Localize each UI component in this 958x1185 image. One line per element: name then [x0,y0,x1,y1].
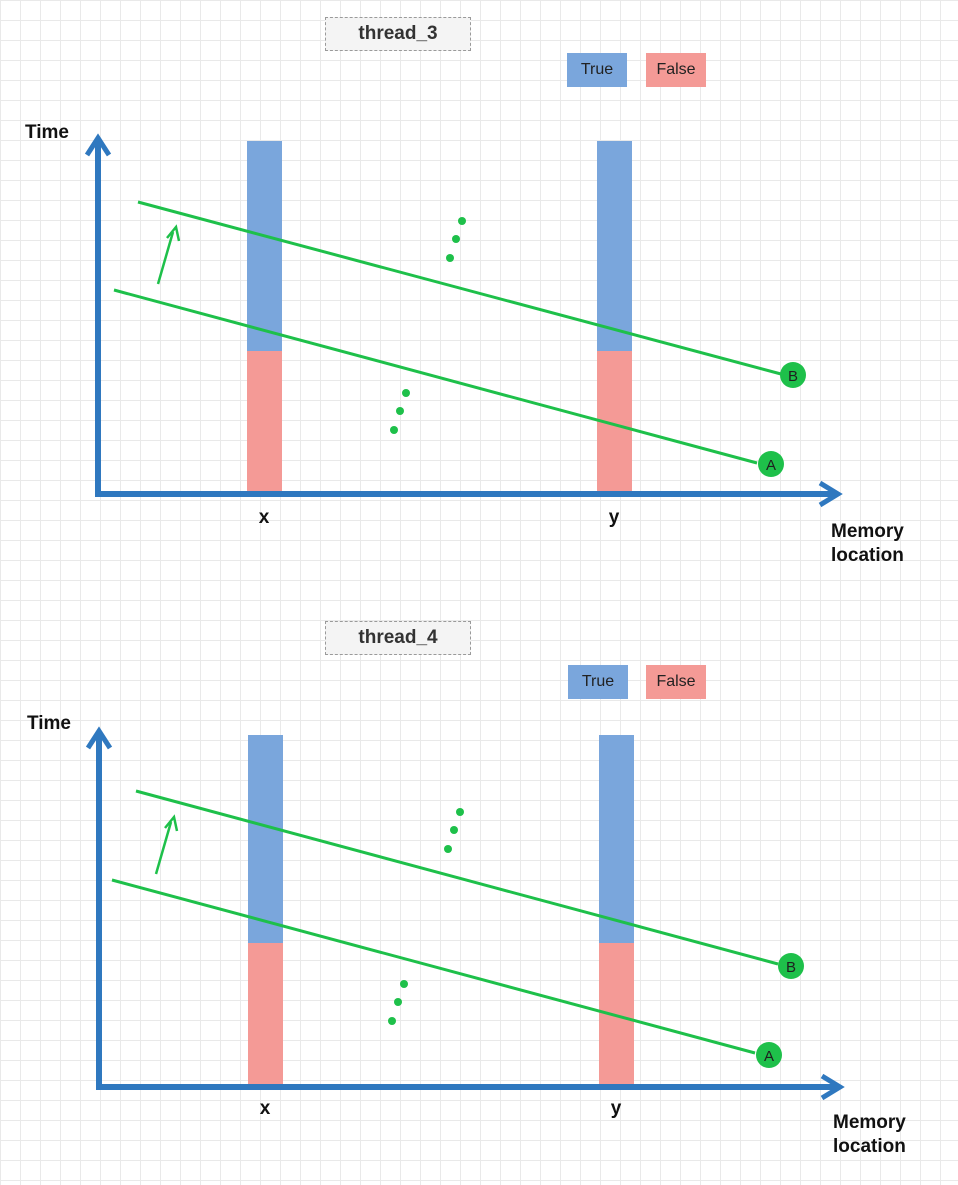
bar-x-true [247,141,282,351]
ellipsis-dot [388,1017,396,1025]
y-axis-arrowhead [85,726,113,750]
bar-y-true [597,141,632,351]
x-axis-label-line1: Memory [831,521,904,542]
bar-x-false [248,943,283,1085]
diagram-panel-thread-4: thread_4 True False A B Time Memory loca… [0,592,958,1185]
line-b-endpoint-label: B [788,368,798,385]
line-a-endpoint-label: A [764,1048,774,1065]
legend-true: True [568,665,628,699]
x-axis-label-line2: location [831,545,904,566]
legend-false: False [646,665,706,699]
diagram-panel-thread-3: thread_3 True False A B Time Memory loca… [0,0,958,592]
ellipsis-dot [450,826,458,834]
line-b [137,200,782,376]
y-axis-label: Time [27,713,71,734]
ellipsis-dot [394,998,402,1006]
line-a-endpoint [758,451,784,477]
bar-y-true [599,735,634,943]
panel-title: thread_4 [325,621,471,655]
diagram-canvas: A B Time Memory location x y [27,713,906,1157]
line-b-endpoint [778,953,804,979]
line-a-endpoint-label: A [766,457,776,474]
legend-true: True [567,53,627,87]
x-axis-label-line2: location [833,1136,906,1157]
location-label-y: y [611,1098,622,1119]
shift-arrow-head [166,224,181,242]
line-b-endpoint-label: B [786,959,796,976]
line-a-endpoint [756,1042,782,1068]
x-axis-label-line1: Memory [833,1112,906,1133]
ellipsis-dot [390,426,398,434]
shift-arrow [156,231,175,285]
ellipsis-dot [458,217,466,225]
ellipsis-dot [446,254,454,262]
line-a [111,878,756,1055]
y-axis-label: Time [25,122,69,143]
location-label-x: x [259,507,270,528]
ellipsis-dot [400,980,408,988]
legend-false: False [646,53,706,87]
ellipsis-dot [402,389,410,397]
location-label-x: x [260,1098,271,1119]
ellipsis-dot [456,808,464,816]
location-label-y: y [609,507,620,528]
bar-x-false [247,351,282,491]
x-axis-arrowhead [818,480,843,508]
x-axis-arrowhead [820,1073,845,1101]
line-b [135,789,779,966]
ellipsis-dot [396,407,404,415]
bar-y-false [599,943,634,1085]
shift-arrow [154,821,173,875]
panel-title: thread_3 [325,17,471,51]
ellipsis-dot [444,845,452,853]
diagram-canvas: A B Time Memory location x y [25,122,904,566]
shift-arrow-head [164,814,179,832]
line-a [113,288,758,465]
ellipsis-dot [452,235,460,243]
line-b-endpoint [780,362,806,388]
y-axis-arrowhead [84,133,112,157]
bar-x-true [248,735,283,943]
